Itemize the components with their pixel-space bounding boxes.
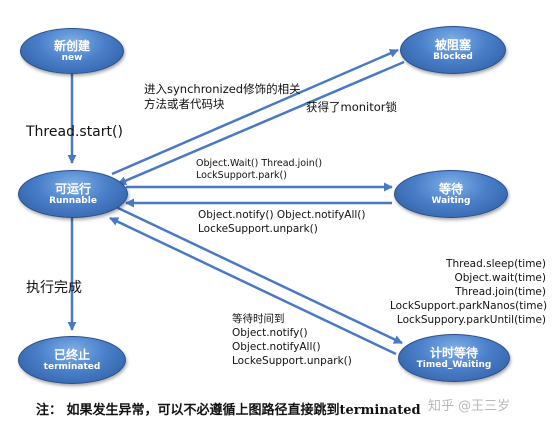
state-terminated-sublabel: terminated xyxy=(43,361,101,372)
state-runnable-node: 可运行 Runnable xyxy=(18,170,128,218)
arrow-blocked-to-runnable xyxy=(117,60,405,186)
state-terminated-label: 已终止 xyxy=(53,347,90,362)
transition-label-timed-methods: Thread.sleep(time) Object.wait(time) Thr… xyxy=(390,258,548,326)
state-blocked-node: 被阻塞 Blocked xyxy=(400,26,506,74)
transition-label-notify: Object.notify() Object.notifyAll() Locke… xyxy=(198,209,366,235)
state-runnable-label: 可运行 xyxy=(54,181,91,196)
state-timed-waiting-label: 计时等待 xyxy=(429,345,478,360)
state-new-label: 新创建 xyxy=(53,38,90,53)
footer-note: 注： 如果发生异常，可以不必遵循上图路径直接跳到terminated xyxy=(36,403,421,418)
transition-label-execution-complete: 执行完成 xyxy=(26,280,82,296)
state-waiting-node: 等待 Waiting xyxy=(394,170,508,218)
arrow-timed-waiting-to-runnable xyxy=(109,216,397,356)
transition-label-enter-synchronized: 进入synchronized修饰的相关 方法或者代码块 xyxy=(144,82,301,111)
state-timed-waiting-node: 计时等待 Timed_Waiting xyxy=(398,334,510,382)
watermark: 知乎 @王三岁 xyxy=(428,399,511,414)
transition-label-to-waiting: Object.Wait() Thread.join() LockSupport.… xyxy=(196,158,323,181)
state-timed-waiting-sublabel: Timed_Waiting xyxy=(416,359,492,370)
arrow-runnable-to-timed-waiting xyxy=(115,205,403,345)
state-new-node: 新创建 new xyxy=(20,28,124,74)
state-blocked-sublabel: Blocked xyxy=(433,51,473,62)
state-new-sublabel: new xyxy=(61,52,83,63)
transition-label-timeout: 等待时间到 Object.notify() Object.notifyAll()… xyxy=(232,313,352,367)
transition-label-acquire-monitor: 获得了monitor锁 xyxy=(306,100,397,114)
arrow-runnable-to-blocked xyxy=(111,48,399,176)
transition-label-thread-start: Thread.start() xyxy=(26,124,123,140)
state-waiting-sublabel: Waiting xyxy=(431,195,471,206)
state-runnable-sublabel: Runnable xyxy=(49,195,97,206)
state-blocked-label: 被阻塞 xyxy=(434,37,471,52)
state-terminated-node: 已终止 terminated xyxy=(18,336,126,384)
state-waiting-label: 等待 xyxy=(438,181,463,196)
